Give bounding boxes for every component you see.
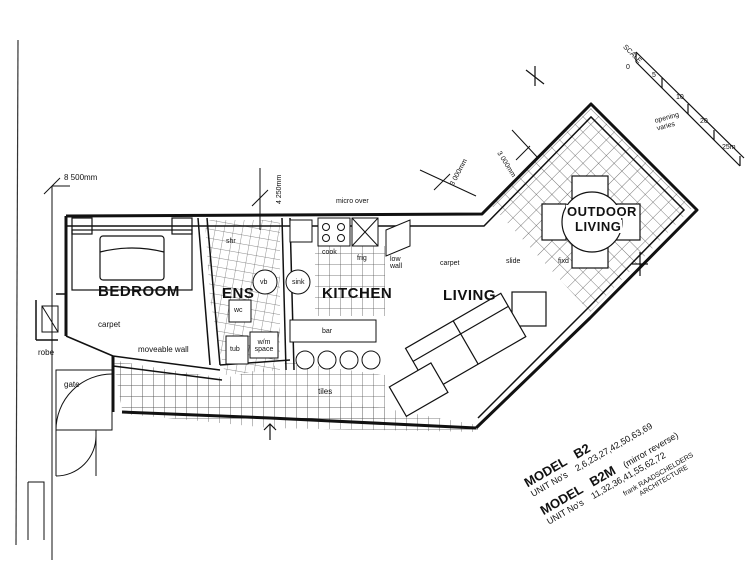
note-sink: sink bbox=[292, 279, 305, 286]
room-label-living: LIVING bbox=[443, 287, 497, 304]
scale-mark-0: 0 bbox=[626, 64, 630, 71]
note-fixed-panel: fixd bbox=[558, 258, 569, 265]
note-carpet-living: carpet bbox=[440, 260, 460, 267]
living-furniture bbox=[388, 291, 547, 418]
robe bbox=[41, 305, 59, 333]
note-shower: shr bbox=[226, 238, 236, 245]
scale-mark-10: 10 bbox=[676, 94, 684, 101]
note-robe: robe bbox=[38, 348, 55, 357]
entry-doors bbox=[27, 369, 113, 540]
room-label-bedroom: BEDROOM bbox=[98, 283, 180, 300]
room-label-outdoor-line2: LIVING bbox=[574, 219, 623, 234]
kitchen-tiles bbox=[315, 246, 385, 316]
exterior-walls bbox=[64, 102, 699, 430]
room-label-outdoor-line1: OUTDOOR bbox=[566, 204, 638, 219]
dim-label-overall-width: 8 500mm bbox=[64, 173, 98, 182]
dim-label-ensuite-text: 4 250mm bbox=[276, 174, 283, 204]
note-wm-space: w/m space bbox=[254, 339, 274, 353]
corridor-tiles bbox=[115, 362, 385, 425]
page-margin-line bbox=[15, 39, 19, 546]
note-fridge: frig bbox=[357, 255, 367, 262]
note-low-wall: low wall bbox=[390, 256, 403, 270]
bed bbox=[71, 217, 193, 291]
note-gate: gate bbox=[64, 380, 80, 389]
section-markers bbox=[263, 66, 648, 440]
scale-mark-25m: 25m bbox=[722, 144, 736, 151]
note-wc: wc bbox=[234, 307, 243, 314]
dim-label-ensuite: 4 250mm bbox=[268, 175, 286, 204]
room-label-ensuite: ENS bbox=[222, 285, 255, 302]
dimension-lines bbox=[43, 129, 539, 560]
note-cook: cook bbox=[322, 249, 337, 256]
note-slide-door: slide bbox=[506, 258, 521, 265]
ensuite-fixtures bbox=[225, 269, 311, 365]
note-vanity-basin: vb bbox=[260, 279, 268, 286]
scale-mark-20: 20 bbox=[700, 118, 708, 125]
note-micro-over: micro over bbox=[336, 198, 369, 205]
room-label-kitchen: KITCHEN bbox=[322, 285, 393, 302]
note-movable-wall: moveable wall bbox=[138, 345, 189, 354]
kitchen-fixtures bbox=[289, 217, 411, 370]
note-tiles-lobby: tiles bbox=[318, 387, 333, 396]
scale-mark-5: 5 bbox=[652, 72, 656, 79]
note-carpet-bedroom: carpet bbox=[98, 320, 121, 329]
note-tub: tub bbox=[230, 346, 240, 353]
note-bar: bar bbox=[322, 328, 333, 335]
scale-bar bbox=[635, 51, 745, 167]
